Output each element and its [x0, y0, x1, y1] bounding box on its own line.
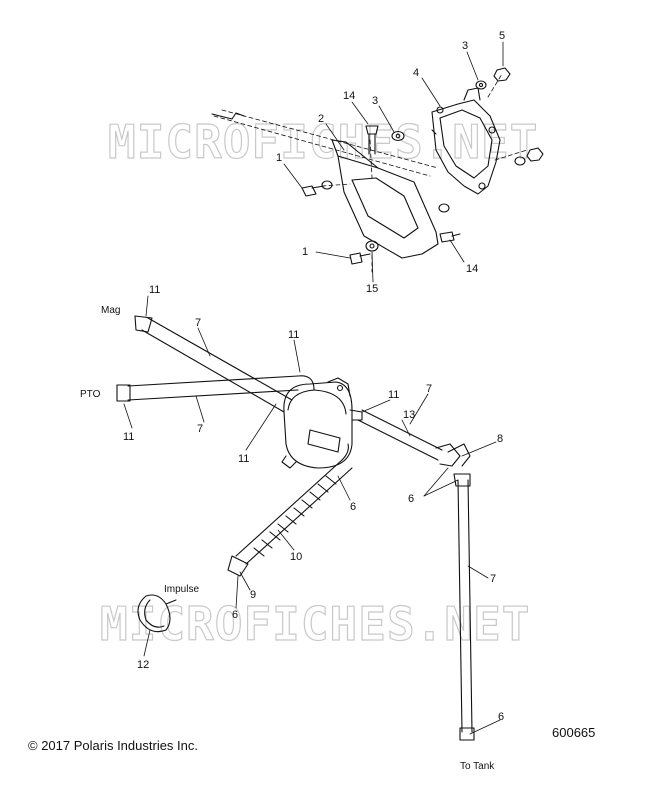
callout-6-fitting: 6: [408, 493, 414, 505]
leader-lines: [123, 41, 504, 735]
callout-6-tank: 6: [498, 711, 504, 723]
callout-5: 5: [499, 30, 505, 42]
part-number: 600665: [552, 725, 596, 740]
pulse-pump-housing: [431, 87, 501, 195]
callout-12: 12: [137, 659, 149, 671]
callout-7-pto: 7: [197, 423, 203, 435]
callout-14-bottom: 14: [466, 263, 478, 275]
callout-7-mag: 7: [195, 317, 201, 329]
hardware-top: [321, 67, 544, 252]
wire-connector: [211, 112, 245, 120]
hose-outlet: [357, 409, 471, 467]
callout-6-pump: 6: [350, 501, 356, 513]
callout-3-top: 3: [462, 40, 468, 52]
mounting-bracket: [331, 139, 439, 259]
hose-pto: [116, 375, 315, 402]
callout-8: 8: [497, 433, 503, 445]
callout-15: 15: [366, 283, 378, 295]
screws: [301, 125, 461, 265]
callout-10: 10: [290, 551, 302, 563]
callout-3-mid: 3: [372, 95, 378, 107]
copyright-text: © 2017 Polaris Industries Inc.: [28, 738, 198, 753]
callout-1-bottom: 1: [302, 246, 308, 258]
note-pto: PTO: [80, 389, 101, 400]
callout-13: 13: [403, 409, 415, 421]
callout-14-top: 14: [343, 90, 355, 102]
callout-7-tank: 7: [490, 573, 496, 585]
hose-mag: [134, 315, 293, 413]
callout-9: 9: [250, 589, 256, 601]
watermark-top: MICROFICHES.NET: [108, 115, 538, 169]
callout-7-outlet: 7: [426, 383, 432, 395]
callout-11-right: 11: [388, 389, 399, 401]
callout-11-mag: 11: [149, 284, 160, 296]
callout-6-impulse: 6: [232, 609, 238, 621]
callout-4: 4: [413, 67, 419, 79]
callout-11-left: 11: [238, 453, 249, 465]
hose-to-tank: [453, 473, 475, 741]
fuel-pump-body: [281, 377, 363, 469]
note-to-tank: To Tank: [460, 761, 495, 772]
alignment-lines: [213, 73, 528, 273]
callout-2: 2: [318, 113, 324, 125]
watermark-bottom: MICROFICHES.NET: [100, 597, 530, 651]
notes: Mag PTO Impulse To Tank: [80, 305, 495, 772]
callout-11-pump: 11: [288, 329, 299, 341]
note-mag: Mag: [101, 305, 120, 316]
callouts: 5 3 4 14 3 2 1 1 14 15 11 7 11 7 11 11 1…: [123, 30, 505, 723]
hose-clamp: [137, 594, 177, 633]
hose-impulse-corrugated: [227, 443, 353, 577]
callout-11-pto: 11: [123, 431, 134, 443]
note-impulse: Impulse: [164, 584, 199, 595]
callout-1-top: 1: [276, 152, 282, 164]
